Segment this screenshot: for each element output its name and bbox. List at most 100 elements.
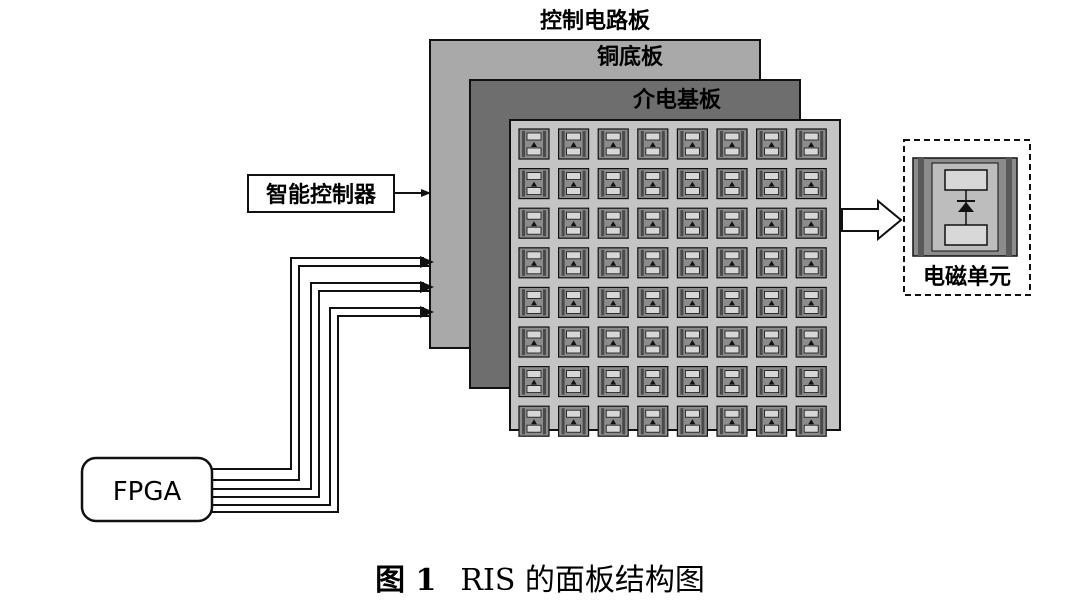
unit-cell-top-patch bbox=[526, 172, 542, 181]
unit-cell-diode-icon bbox=[570, 221, 577, 227]
unit-cell-left-strip bbox=[720, 368, 723, 395]
unit-cell-diode-icon bbox=[768, 300, 775, 306]
unit-cell-left-strip bbox=[759, 368, 763, 395]
unit-cell-left-strip bbox=[522, 210, 525, 237]
unit-cell-right-strip bbox=[820, 289, 824, 316]
unit-cell-bottom-patch bbox=[605, 226, 621, 235]
unit-cell bbox=[637, 405, 669, 437]
unit-cell-top-patch bbox=[605, 330, 621, 339]
unit-cell-left-strip bbox=[601, 210, 605, 237]
unit-cell-diode-icon bbox=[649, 300, 656, 306]
unit-cell-top-patch bbox=[645, 172, 661, 181]
unit-cell-bottom-patch bbox=[685, 385, 700, 394]
unit-cell-top-patch bbox=[526, 370, 542, 379]
unit-cell bbox=[755, 286, 788, 318]
unit-cell-right-strip bbox=[741, 408, 744, 435]
unit-cell-top-patch bbox=[803, 330, 819, 339]
control-board-label: 控制电路板 bbox=[540, 8, 651, 34]
unit-cell-diode-icon bbox=[570, 340, 577, 345]
unit-cell-diode-icon bbox=[808, 340, 815, 345]
unit-cell-bottom-patch bbox=[566, 385, 581, 394]
unit-cell-left-strip bbox=[522, 131, 525, 157]
unit-cell-right-strip bbox=[582, 289, 586, 316]
unit-cell bbox=[637, 168, 669, 200]
unit-cell bbox=[597, 366, 629, 398]
signal-line-3-b bbox=[212, 315, 430, 513]
unit-cell bbox=[676, 326, 709, 358]
unit-cell-top-patch bbox=[526, 330, 542, 339]
unit-cell-left-strip bbox=[640, 131, 644, 157]
unit-cell bbox=[637, 366, 669, 398]
unit-cell-top-patch bbox=[526, 211, 542, 220]
unit-cell-diode-icon bbox=[689, 260, 696, 266]
unit-cell-top-patch bbox=[566, 370, 581, 379]
unit-cell-left-strip bbox=[759, 329, 763, 355]
unit-cell bbox=[557, 286, 590, 318]
unit-cell-diode-icon bbox=[689, 379, 696, 385]
unit-cell bbox=[637, 286, 669, 318]
unit-cell-top-patch bbox=[803, 251, 819, 260]
unit-cell bbox=[597, 207, 629, 239]
unit-cell-top-patch bbox=[605, 251, 621, 260]
unit-cell-top-patch bbox=[764, 251, 779, 260]
unit-cell-bottom-patch bbox=[566, 147, 581, 156]
unit-cell-bottom-patch bbox=[526, 187, 542, 196]
unit-cell-right-strip bbox=[622, 368, 626, 395]
unit-label: 电磁单元 bbox=[923, 264, 1011, 290]
unit-cell-left-strip bbox=[759, 289, 763, 316]
unit-cell-right-strip bbox=[741, 131, 744, 157]
unit-cell-left-strip bbox=[799, 329, 803, 355]
unit-cell bbox=[597, 286, 629, 318]
unit-cell-right-strip bbox=[582, 170, 586, 197]
unit-cell-diode-icon bbox=[689, 142, 696, 147]
unit-cell-diode-icon bbox=[610, 419, 617, 425]
unit-cell-bottom-patch bbox=[803, 226, 819, 235]
unit-cell-diode-icon bbox=[570, 300, 577, 306]
signal-line-2-b bbox=[212, 290, 430, 498]
unit-cell-diode-icon bbox=[570, 379, 577, 385]
unit-cell-top-patch bbox=[566, 211, 581, 220]
unit-cell-diode-icon bbox=[689, 181, 696, 187]
unit-cell-diode-icon bbox=[531, 419, 537, 425]
unit-cell bbox=[557, 128, 590, 160]
unit-cell-right-strip bbox=[622, 408, 626, 435]
diode-icon bbox=[958, 202, 974, 212]
unit-cell bbox=[716, 168, 748, 200]
unit-cell-bottom-patch bbox=[685, 226, 700, 235]
unit-cell-left-strip bbox=[799, 249, 803, 276]
unit-cell-diode-icon bbox=[689, 340, 696, 345]
unit-cell-bottom-patch bbox=[645, 226, 661, 235]
unit-cell-left-strip bbox=[640, 170, 644, 197]
unit-cell-bottom-patch bbox=[724, 266, 740, 275]
unit-cell-left-strip bbox=[680, 170, 684, 197]
unit-cell-left-strip bbox=[561, 289, 565, 316]
unit-cell-bottom-patch bbox=[526, 147, 542, 156]
unit-detail-bottom-patch bbox=[944, 224, 988, 246]
unit-cell bbox=[795, 207, 827, 239]
unit-cell-top-patch bbox=[685, 251, 700, 260]
unit-cell-left-strip bbox=[759, 408, 763, 435]
unit-cell bbox=[716, 326, 748, 358]
unit-cell-top-patch bbox=[724, 251, 740, 260]
unit-cell-left-strip bbox=[680, 131, 684, 157]
unit-cell bbox=[557, 326, 590, 358]
unit-cell-diode-icon bbox=[729, 419, 735, 425]
unit-cell-top-patch bbox=[526, 132, 542, 141]
unit-cell-diode-icon bbox=[649, 181, 656, 187]
unit-cell-diode-icon bbox=[808, 379, 815, 385]
unit-cell-top-patch bbox=[645, 409, 661, 418]
unit-cell-right-strip bbox=[543, 329, 546, 355]
unit-cell-top-patch bbox=[605, 211, 621, 220]
unit-cell-bottom-patch bbox=[724, 305, 740, 314]
unit-cell bbox=[557, 366, 590, 398]
unit-cell-right-strip bbox=[622, 249, 626, 276]
unit-cell-bottom-patch bbox=[764, 147, 779, 156]
unit-cell-right-strip bbox=[741, 249, 744, 276]
unit-cell-left-strip bbox=[561, 249, 565, 276]
unit-cell-right-strip bbox=[661, 210, 665, 237]
unit-cell-bottom-patch bbox=[526, 424, 542, 433]
unit-cell bbox=[795, 326, 827, 358]
unit-cell-top-patch bbox=[605, 172, 621, 181]
unit-cell-top-patch bbox=[605, 409, 621, 418]
